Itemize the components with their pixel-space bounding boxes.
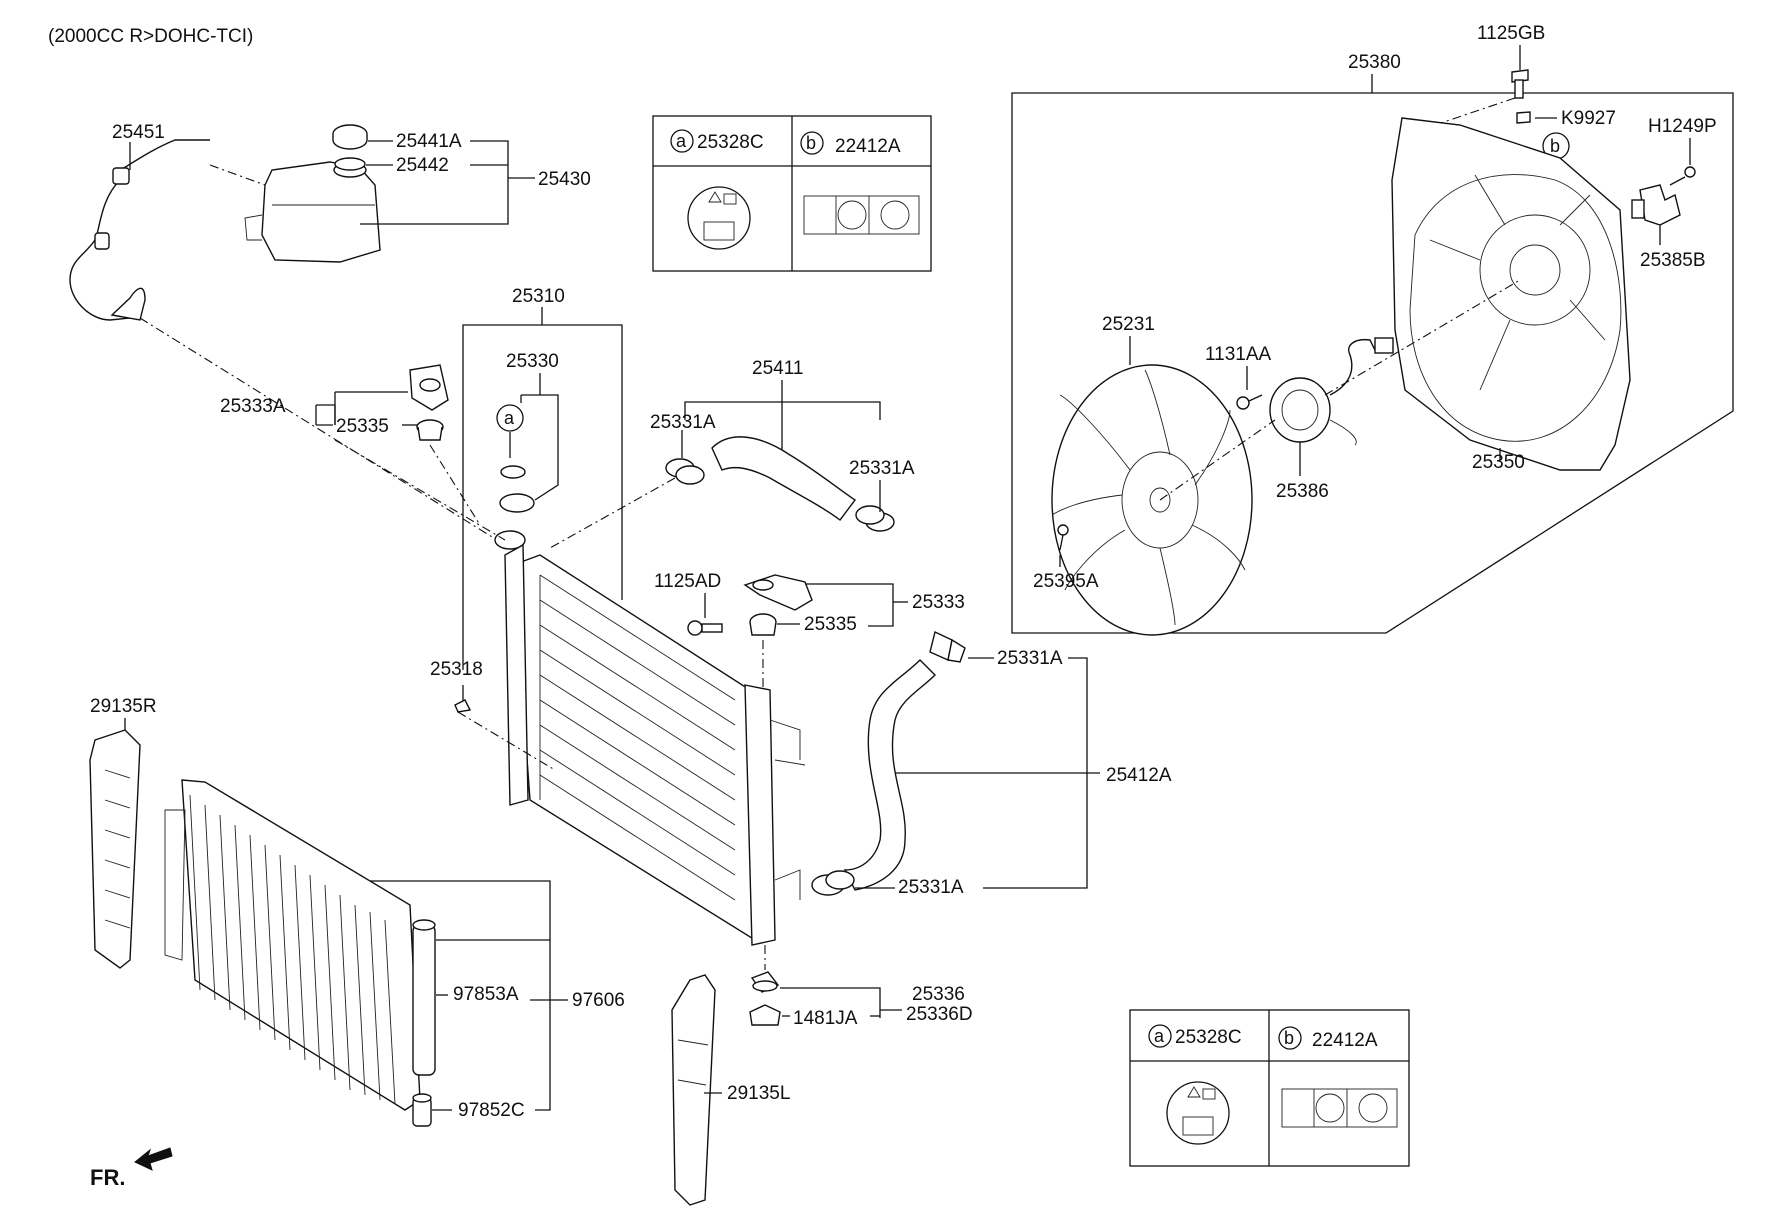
label-97853A: 97853A [453,984,519,1005]
label-29135R: 29135R [90,696,157,717]
label-25333A: 25333A [220,396,286,417]
label-25231: 25231 [1102,314,1155,335]
drier-cap-97852C[interactable] [412,1093,432,1127]
callout-a: a [504,408,515,428]
label-1481JA: 1481JA [793,1008,858,1029]
lower-hose-25412A[interactable] [843,659,936,891]
callout-b: b [1550,136,1560,156]
label-25318: 25318 [430,659,483,680]
mount-bushing-25335-left[interactable] [416,419,444,441]
front-direction-label: FR. [90,1165,125,1190]
screw-25395A[interactable] [1057,524,1069,551]
label-29135L: 29135L [727,1083,790,1104]
label-97852C: 97852C [458,1100,525,1121]
label-25335-left: 25335 [336,416,389,437]
hose-clamp-25331A-3[interactable] [929,631,966,663]
radiator-bracket-25318[interactable] [454,699,472,713]
legend-bottom: a 25328C b 22412A [1129,1009,1410,1167]
label-1131AA: 1131AA [1205,344,1272,365]
screw-1131AA[interactable] [1236,394,1263,410]
svg-text:25328C: 25328C [1175,1027,1242,1048]
label-25380: 25380 [1348,52,1401,73]
label-25430: 25430 [538,169,591,190]
svg-text:22412A: 22412A [1312,1030,1378,1051]
label-25442: 25442 [396,155,449,176]
bracket-25333A[interactable] [409,364,449,411]
reservoir-seal-25442[interactable] [334,157,366,171]
label-25386: 25386 [1276,481,1329,502]
label-25451: 25451 [112,122,165,143]
label-25411: 25411 [752,358,803,379]
callout-a-circle [496,404,524,432]
legend-top: a 25328C b 22412A [652,115,932,272]
label-H1249P: H1249P [1648,116,1717,137]
hose-clamp-25331A-2[interactable] [855,505,895,532]
hose-clamp-25331A-4[interactable] [811,870,855,896]
svg-text:22412A: 22412A [835,136,901,157]
label-25385B: 25385B [1640,250,1706,271]
svg-text:b: b [1284,1028,1294,1048]
label-25331A-2: 25331A [849,458,915,479]
label-25395A: 25395A [1033,571,1099,592]
resistor-25385B[interactable] [1631,184,1681,226]
label-25331A-4: 25331A [898,877,964,898]
label-25330: 25330 [506,351,559,372]
label-25336D: 25336D [906,1004,973,1025]
radiator-core-25310[interactable] [504,543,806,946]
bolt-1125AD[interactable] [687,620,723,636]
screw-H1249P[interactable] [1669,166,1696,186]
hose-clamp-25331A-1[interactable] [665,458,705,485]
svg-text:a: a [1154,1026,1165,1046]
label-25333: 25333 [912,592,965,613]
fan-assembly-box-25380 [1011,92,1734,634]
svg-text:b: b [806,133,816,153]
front-arrow-icon [134,1147,173,1171]
label-25441A: 25441A [396,131,462,152]
label-1125GB: 1125GB [1477,23,1545,44]
label-25310: 25310 [512,286,565,307]
label-25331A-3: 25331A [997,648,1063,669]
label-97606: 97606 [572,990,625,1011]
condenser-97606[interactable] [164,779,421,1111]
radiator-cap-25330[interactable] [494,493,535,550]
reservoir-tank-25430[interactable] [244,161,381,263]
reservoir-hose-25451[interactable] [69,139,210,321]
svg-text:a: a [676,131,687,151]
label-25336: 25336 [912,984,965,1005]
label-25350: 25350 [1472,452,1525,473]
receiver-drier-97853A[interactable] [412,919,436,1076]
label-1125AD: 1125AD [654,571,721,592]
label-K9927: K9927 [1561,108,1616,129]
air-guard-29135R[interactable] [89,729,141,969]
drain-plug-25336[interactable] [750,971,780,993]
radiator-cap-label-a[interactable] [500,465,526,479]
drain-oring-1481JA[interactable] [749,1004,781,1026]
reservoir-cap-25441A[interactable] [332,124,368,150]
engine-header: (2000CC R>DOHC-TCI) [48,26,253,47]
label-25335-right: 25335 [804,614,857,635]
mount-bushing-25335-right[interactable] [749,613,777,636]
svg-text:25328C: 25328C [697,132,764,153]
label-25331A-1: 25331A [650,412,716,433]
bolt-1125GB[interactable] [1511,69,1529,99]
fan-shroud-25350[interactable] [1391,117,1631,471]
label-25412A: 25412A [1106,765,1172,786]
nut-K9927[interactable] [1516,111,1531,124]
air-guard-29135L[interactable] [671,974,716,1206]
fan-blade-25231[interactable] [1051,364,1253,636]
bracket-25333[interactable] [743,574,813,611]
upper-hose-25411[interactable] [711,436,857,521]
